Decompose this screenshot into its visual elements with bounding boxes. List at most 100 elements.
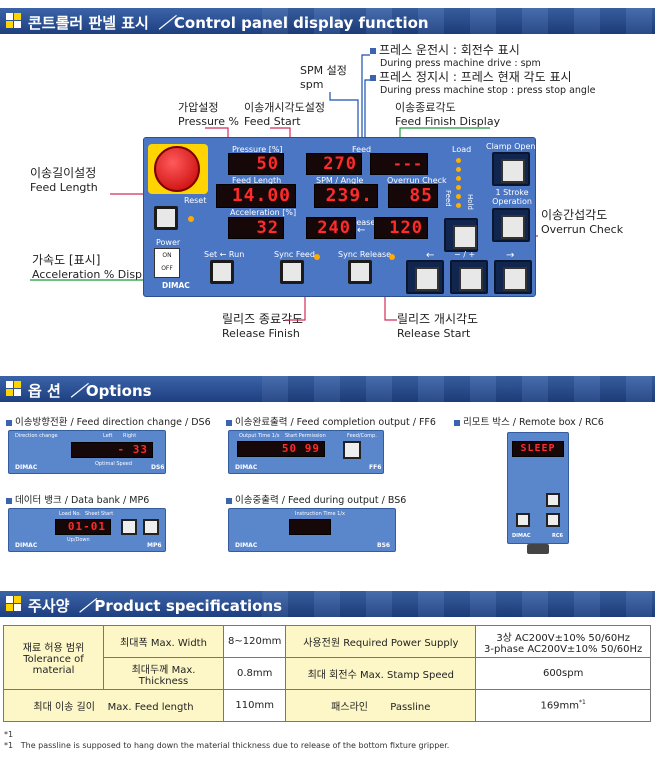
rc6-connector <box>527 544 549 554</box>
note-run: 프레스 운전시 : 회전수 표시 During press machine dr… <box>370 43 541 70</box>
label-release: Release <box>344 218 376 227</box>
option-ds6-label: 이송방향전환 / Feed direction change / DS6 <box>6 414 211 428</box>
spec-width-label: 최대폭 Max. Width <box>103 625 224 658</box>
label-clamp-open: Clamp Open <box>486 142 536 151</box>
stroke-operation-button[interactable] <box>492 208 530 242</box>
section-header-specs: 주사양／Product specifications <box>0 591 655 617</box>
label-feed-vertical: Feed <box>444 190 452 207</box>
bs6-display <box>289 519 331 535</box>
status-led <box>456 167 461 172</box>
label-stroke-op: 1 Stroke Operation <box>492 188 532 206</box>
sync-feed-led <box>314 254 320 260</box>
spec-pass-value: 169mm*1 <box>475 689 651 722</box>
up-button[interactable] <box>444 218 478 252</box>
rc6-button[interactable] <box>546 513 560 527</box>
blocks-icon <box>6 381 22 397</box>
set-run-button[interactable] <box>210 260 234 284</box>
label-minus-plus: − / + <box>454 250 476 259</box>
spec-stamp-label: 최대 회전수 Max. Stamp Speed <box>285 657 477 690</box>
label-load: Load <box>452 145 472 154</box>
blocks-icon <box>6 596 22 612</box>
header-ko: 콘트롤러 판넬 표시 <box>28 14 149 32</box>
footnote-mark: *1 <box>4 730 14 739</box>
label-sync-feed: Sync Feed <box>274 250 315 259</box>
header-en: Options <box>85 382 152 400</box>
display-feed-finish: --- <box>370 153 428 175</box>
spec-pass-label: 패스라인 Passline <box>285 689 477 722</box>
clamp-open-button[interactable] <box>492 152 530 186</box>
section-header-options: 옵 션／Options <box>0 376 655 402</box>
spec-feed-value: 110mm <box>222 689 287 722</box>
ff6-display: 50 99 <box>237 441 325 457</box>
left-button[interactable] <box>406 260 444 294</box>
option-ff6-box: Output Time 1/x Start Permission Feed/Co… <box>228 430 384 474</box>
mp6-button[interactable] <box>121 519 137 535</box>
option-bs6-label: 이송중출력 / Feed during output / BS6 <box>226 492 406 506</box>
reset-led <box>188 216 194 222</box>
mp6-button[interactable] <box>143 519 159 535</box>
rc6-display: SLEEP <box>512 441 564 457</box>
option-mp6-box: Load No. Sheet Start 01-01 Up/Down DIMAC… <box>8 508 166 552</box>
sync-release-button[interactable] <box>348 260 372 284</box>
ff6-button[interactable] <box>343 441 361 459</box>
display-pressure: 50 <box>228 153 284 175</box>
status-led <box>456 194 461 199</box>
spec-stamp-value: 600spm <box>475 657 651 690</box>
label-sync-release: Sync Release <box>338 250 392 259</box>
spec-feed-label: 최대 이송 길이 Max. Feed length <box>3 689 224 722</box>
option-ds6-box: Direction change Left Right - 33 Optimal… <box>8 430 166 474</box>
label-feed: Feed <box>352 145 372 154</box>
spec-thickness-label: 최대두께 Max. Thickness <box>103 657 224 690</box>
label-overrun: Overrun Check <box>387 176 447 185</box>
spec-width-value: 8~120mm <box>222 625 287 658</box>
reset-label: Reset <box>184 196 207 205</box>
option-rc6-box: SLEEP DIMAC RC6 <box>507 432 569 544</box>
sync-release-led <box>389 254 395 260</box>
ann-acceleration: 가속도 [표시]Acceleration % Display <box>32 253 159 281</box>
ds6-display: - 33 <box>71 442 153 458</box>
option-ff6-label: 이송완료출력 / Feed completion output / FF6 <box>226 414 436 428</box>
header-en: Control panel display function <box>173 14 429 32</box>
display-feed-start: 270 <box>306 153 362 175</box>
release-arrow: ← <box>357 225 366 236</box>
specs-table: 재료 허용 범위 Tolerance of material 최대폭 Max. … <box>3 625 651 722</box>
status-led <box>456 185 461 190</box>
display-release-finish: 240 <box>306 217 356 239</box>
spec-thickness-value: 0.8mm <box>222 657 287 690</box>
option-bs6-box: Instruction Time 1/x DIMAC BS6 <box>228 508 396 552</box>
status-led <box>456 158 461 163</box>
label-hold: Hold <box>466 194 474 210</box>
display-acceleration: 32 <box>228 217 284 239</box>
spec-material: 재료 허용 범위 Tolerance of material <box>3 625 104 690</box>
panel-brand: DIMAC <box>162 281 190 290</box>
option-rc6-label: 리모트 박스 / Remote box / RC6 <box>454 414 604 428</box>
power-label: Power <box>156 238 181 247</box>
display-spm-angle: 239. <box>314 184 378 208</box>
note-stop: 프레스 정지시 : 프레스 현재 각도 표시 During press mach… <box>370 70 595 97</box>
footnote: *1 The passline is supposed to hang down… <box>4 741 450 750</box>
status-led <box>456 203 461 208</box>
rc6-button[interactable] <box>546 493 560 507</box>
spec-power-label: 사용전원 Required Power Supply <box>285 625 477 658</box>
label-set-run: Set ← Run <box>204 250 245 259</box>
rc6-button[interactable] <box>516 513 530 527</box>
emergency-stop-button[interactable] <box>154 146 200 192</box>
right-button[interactable] <box>494 260 532 294</box>
header-ko: 옵 션 <box>28 382 61 400</box>
option-mp6-label: 데이터 뱅크 / Data bank / MP6 <box>6 492 149 506</box>
reset-button[interactable] <box>154 206 178 230</box>
header-en: Product specifications <box>94 597 283 615</box>
label-acceleration: Acceleration [%] <box>230 208 297 217</box>
section-header-control: 콘트롤러 판넬 표시／Control panel display functio… <box>0 8 655 34</box>
sync-feed-button[interactable] <box>280 260 304 284</box>
label-pressure: Pressure [%] <box>232 145 283 154</box>
minus-plus-button[interactable] <box>450 260 488 294</box>
